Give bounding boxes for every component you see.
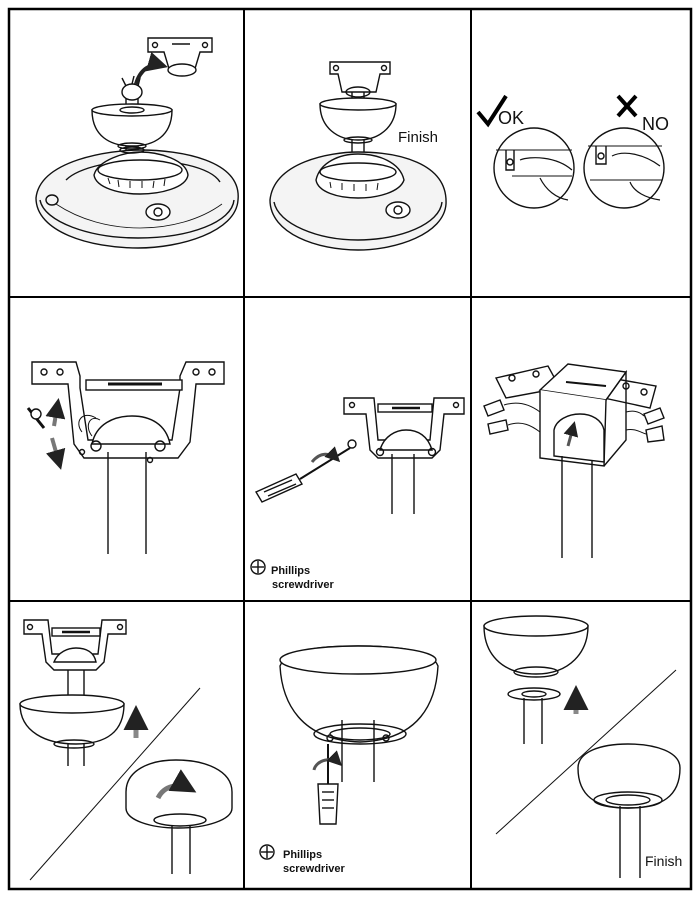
- panel-1-fan-with-canopy: [35, 37, 239, 249]
- screw: [347, 439, 357, 449]
- panel-3-ok-no: [476, 94, 665, 209]
- finish-label: Finish: [398, 129, 438, 146]
- divider: [495, 669, 677, 835]
- canopy: [319, 97, 397, 144]
- no-detail-circle: [583, 127, 665, 209]
- hanger-bracket: [329, 61, 391, 98]
- ball-in-bracket: [78, 415, 171, 464]
- remove-arrow-down: [45, 437, 66, 470]
- coupling-cover: [507, 687, 561, 701]
- ball-joint: [553, 413, 605, 463]
- wires: [78, 414, 101, 437]
- panel-7-raise-canopy: [19, 619, 233, 881]
- remove-arrow-up: [45, 398, 66, 427]
- lift-arrow: [134, 51, 168, 85]
- fan-motor-housing: [35, 149, 239, 249]
- panel-9-canopy-finish: [483, 615, 681, 878]
- canopy-turned: [125, 759, 233, 874]
- panel-5-tighten-screw: [250, 397, 465, 575]
- downrod: [107, 452, 147, 554]
- fan-motor-housing: [269, 151, 447, 251]
- panel-grid: [7, 7, 693, 891]
- canopy-installed: [577, 743, 681, 878]
- screwdriver-label: screwdriver: [283, 863, 345, 875]
- rotate-arrow: [312, 750, 343, 771]
- screw: [26, 407, 46, 429]
- cross-icon: [616, 94, 638, 118]
- phillips-label: Phillips: [283, 849, 322, 861]
- ok-detail-circle: [493, 127, 575, 209]
- wire-nuts: [483, 399, 665, 443]
- downrod: [523, 698, 543, 744]
- panel-6-wire-connections: [483, 363, 665, 558]
- panel-8-canopy-screws: [259, 645, 439, 860]
- phillips-head-icon: [259, 844, 275, 860]
- screwdriver-label: screwdriver: [272, 579, 334, 591]
- ok-label: OK: [498, 108, 524, 128]
- canopy: [19, 694, 125, 749]
- screws: [326, 734, 390, 742]
- phillips-label: Phillips: [271, 565, 310, 577]
- check-icon: [476, 94, 508, 128]
- hanger-bracket: [147, 37, 213, 77]
- hanger-bracket: [31, 361, 225, 459]
- downrod: [561, 456, 593, 558]
- canopy: [279, 645, 439, 745]
- divider: [29, 687, 201, 881]
- push-arrow: [563, 421, 579, 447]
- rotate-arrow: [310, 446, 341, 463]
- phillips-head-icon: [250, 559, 266, 575]
- ball-joint: [121, 75, 143, 101]
- canopy: [483, 615, 589, 678]
- canopy: [91, 103, 173, 150]
- finish-label: Finish: [645, 853, 682, 869]
- hanger-bracket: [23, 619, 127, 671]
- screwdriver: [254, 447, 351, 503]
- panel-2-fan-mounted: [269, 61, 447, 251]
- panel-4-bracket-screws: [26, 361, 225, 554]
- downrod: [391, 454, 415, 514]
- no-label: NO: [642, 114, 669, 134]
- hanger-bracket: [343, 397, 465, 459]
- screwdriver: [317, 744, 339, 825]
